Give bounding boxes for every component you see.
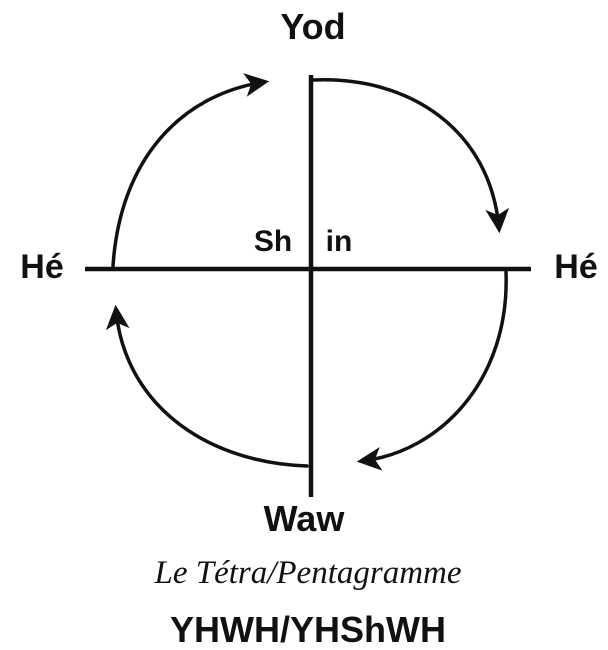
label-top-yod: Yod — [280, 6, 345, 47]
arc-arrow-top-left — [111, 73, 270, 268]
caption-title: Le Tétra/Pentagramme — [153, 555, 461, 591]
label-center-in: in — [326, 225, 353, 258]
arc-arrow-top-right — [312, 78, 510, 234]
label-left-he: Hé — [20, 248, 63, 286]
caption-subtitle: YHWH/YHShWH — [170, 609, 446, 650]
arc-arrow-bottom-right — [356, 270, 508, 471]
arc-arrow-bottom-left — [105, 304, 309, 468]
label-bottom-waw: Waw — [264, 498, 346, 539]
label-center-sh: Sh — [254, 225, 292, 258]
label-right-he: Hé — [554, 248, 597, 286]
